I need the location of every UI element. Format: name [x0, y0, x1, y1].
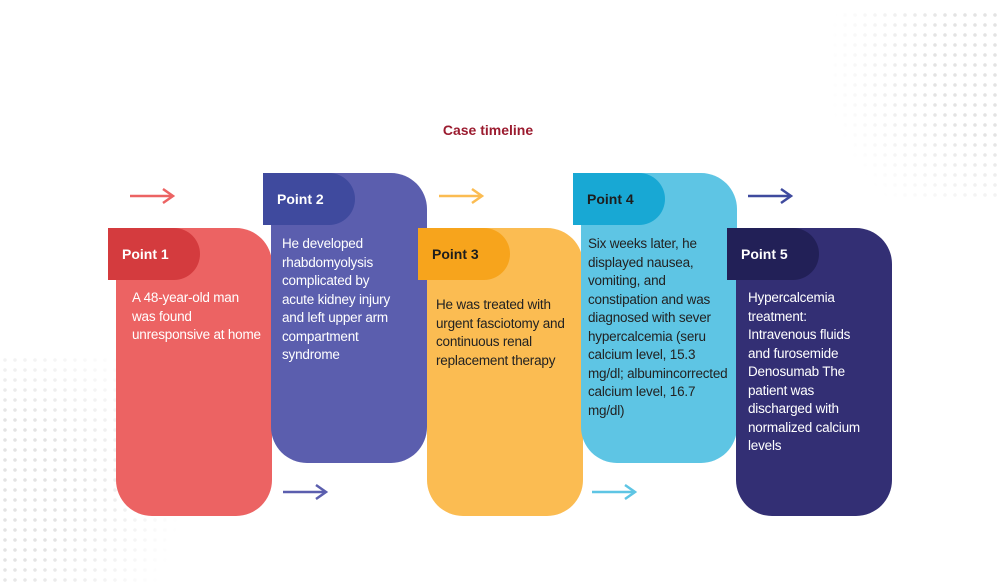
dot-pattern-top-right — [810, 10, 1000, 200]
point-3-label: Point 3 — [418, 228, 510, 280]
arrow-right-icon — [748, 187, 794, 205]
point-4-label: Point 4 — [573, 173, 665, 225]
arrow-right-icon — [130, 187, 176, 205]
point-2-text: He developed rhabdomyolysis complicated … — [282, 236, 391, 362]
arrow-right-icon — [592, 483, 638, 501]
point-4-text: Six weeks later, he displayed nausea, vo… — [588, 236, 728, 418]
point-1-text: A 48-year-old man was found unresponsive… — [132, 290, 261, 342]
point-2-label: Point 2 — [263, 173, 355, 225]
point-1-label: Point 1 — [108, 228, 200, 280]
diagram-title: Case timeline — [442, 122, 534, 138]
arrow-right-icon — [283, 483, 329, 501]
point-5-text: Hypercalcemia treatment: Intravenous flu… — [748, 290, 860, 453]
arrow-right-icon — [439, 187, 485, 205]
point-3-text: He was treated with urgent fasciotomy an… — [436, 297, 565, 368]
point-5-label: Point 5 — [727, 228, 819, 280]
